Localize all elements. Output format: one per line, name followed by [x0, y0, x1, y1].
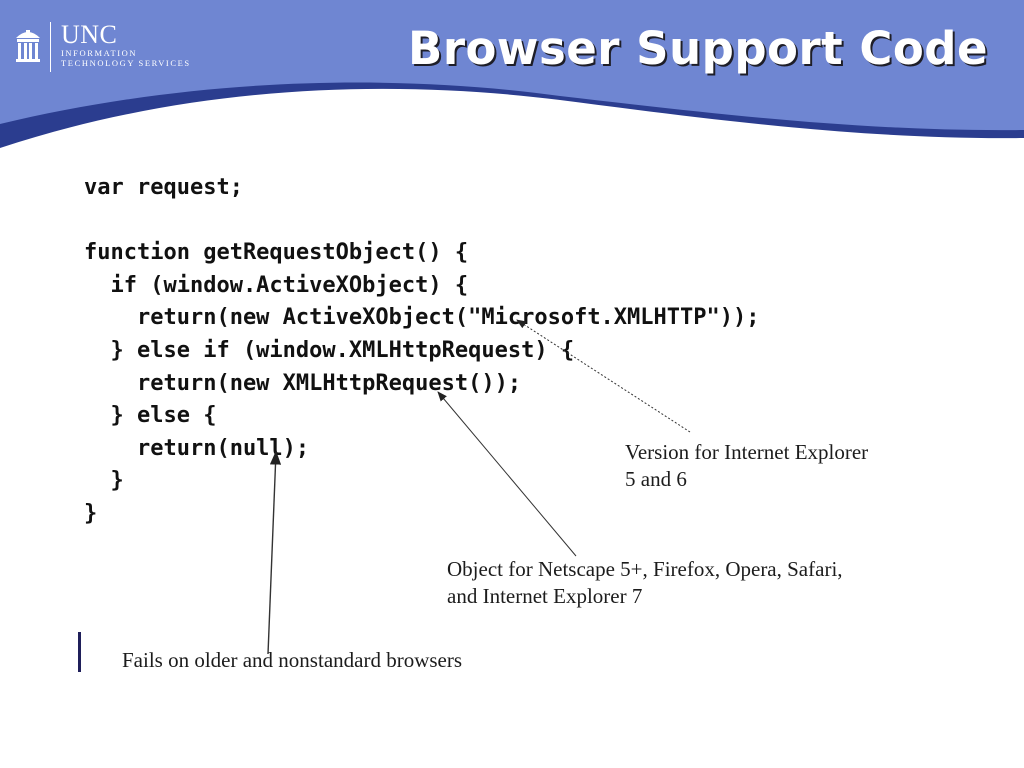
- logo-unc: UNC: [61, 20, 118, 49]
- code-line: [84, 205, 760, 238]
- code-line: var request;: [84, 175, 243, 200]
- code-line: } else {: [84, 403, 217, 429]
- code-line: function getRequestObject() {: [84, 240, 469, 266]
- slide-title: Browser Support Code: [408, 22, 988, 75]
- annotation-ie-line1: Version for Internet Explorer: [625, 440, 869, 464]
- annotation-fallback: Fails on older and nonstandard browsers: [122, 648, 463, 672]
- annotation-standard: Object for Netscape 5+, Firefox, Opera, …: [447, 556, 843, 610]
- code-line: return(new ActiveXObject("Microsoft.XMLH…: [84, 305, 760, 331]
- code-line: }: [84, 468, 124, 494]
- code-line: } else if (window.XMLHttpRequest) {: [84, 337, 575, 363]
- code-line: if (window.ActiveXObject) {: [84, 272, 469, 298]
- old-well-icon: [16, 30, 40, 62]
- logo-text: UNC INFORMATION TECHNOLOGY SERVICES: [61, 20, 191, 69]
- logo-line1: INFORMATION: [61, 48, 138, 58]
- unc-logo: UNC INFORMATION TECHNOLOGY SERVICES: [14, 22, 191, 72]
- annotation-standard-line2: and Internet Explorer 7: [447, 584, 643, 608]
- annotation-ie-line2: 5 and 6: [625, 467, 687, 491]
- logo-line2: TECHNOLOGY SERVICES: [61, 58, 191, 68]
- code-line: return(new XMLHttpRequest());: [84, 370, 522, 396]
- annotation-standard-line1: Object for Netscape 5+, Firefox, Opera, …: [447, 557, 843, 581]
- left-edge-mark: [78, 632, 81, 672]
- header-band: [0, 0, 1024, 148]
- annotation-ie: Version for Internet Explorer 5 and 6: [625, 439, 868, 493]
- logo-divider: [50, 22, 51, 72]
- header-light-band: [0, 0, 1024, 131]
- code-line: }: [84, 500, 98, 526]
